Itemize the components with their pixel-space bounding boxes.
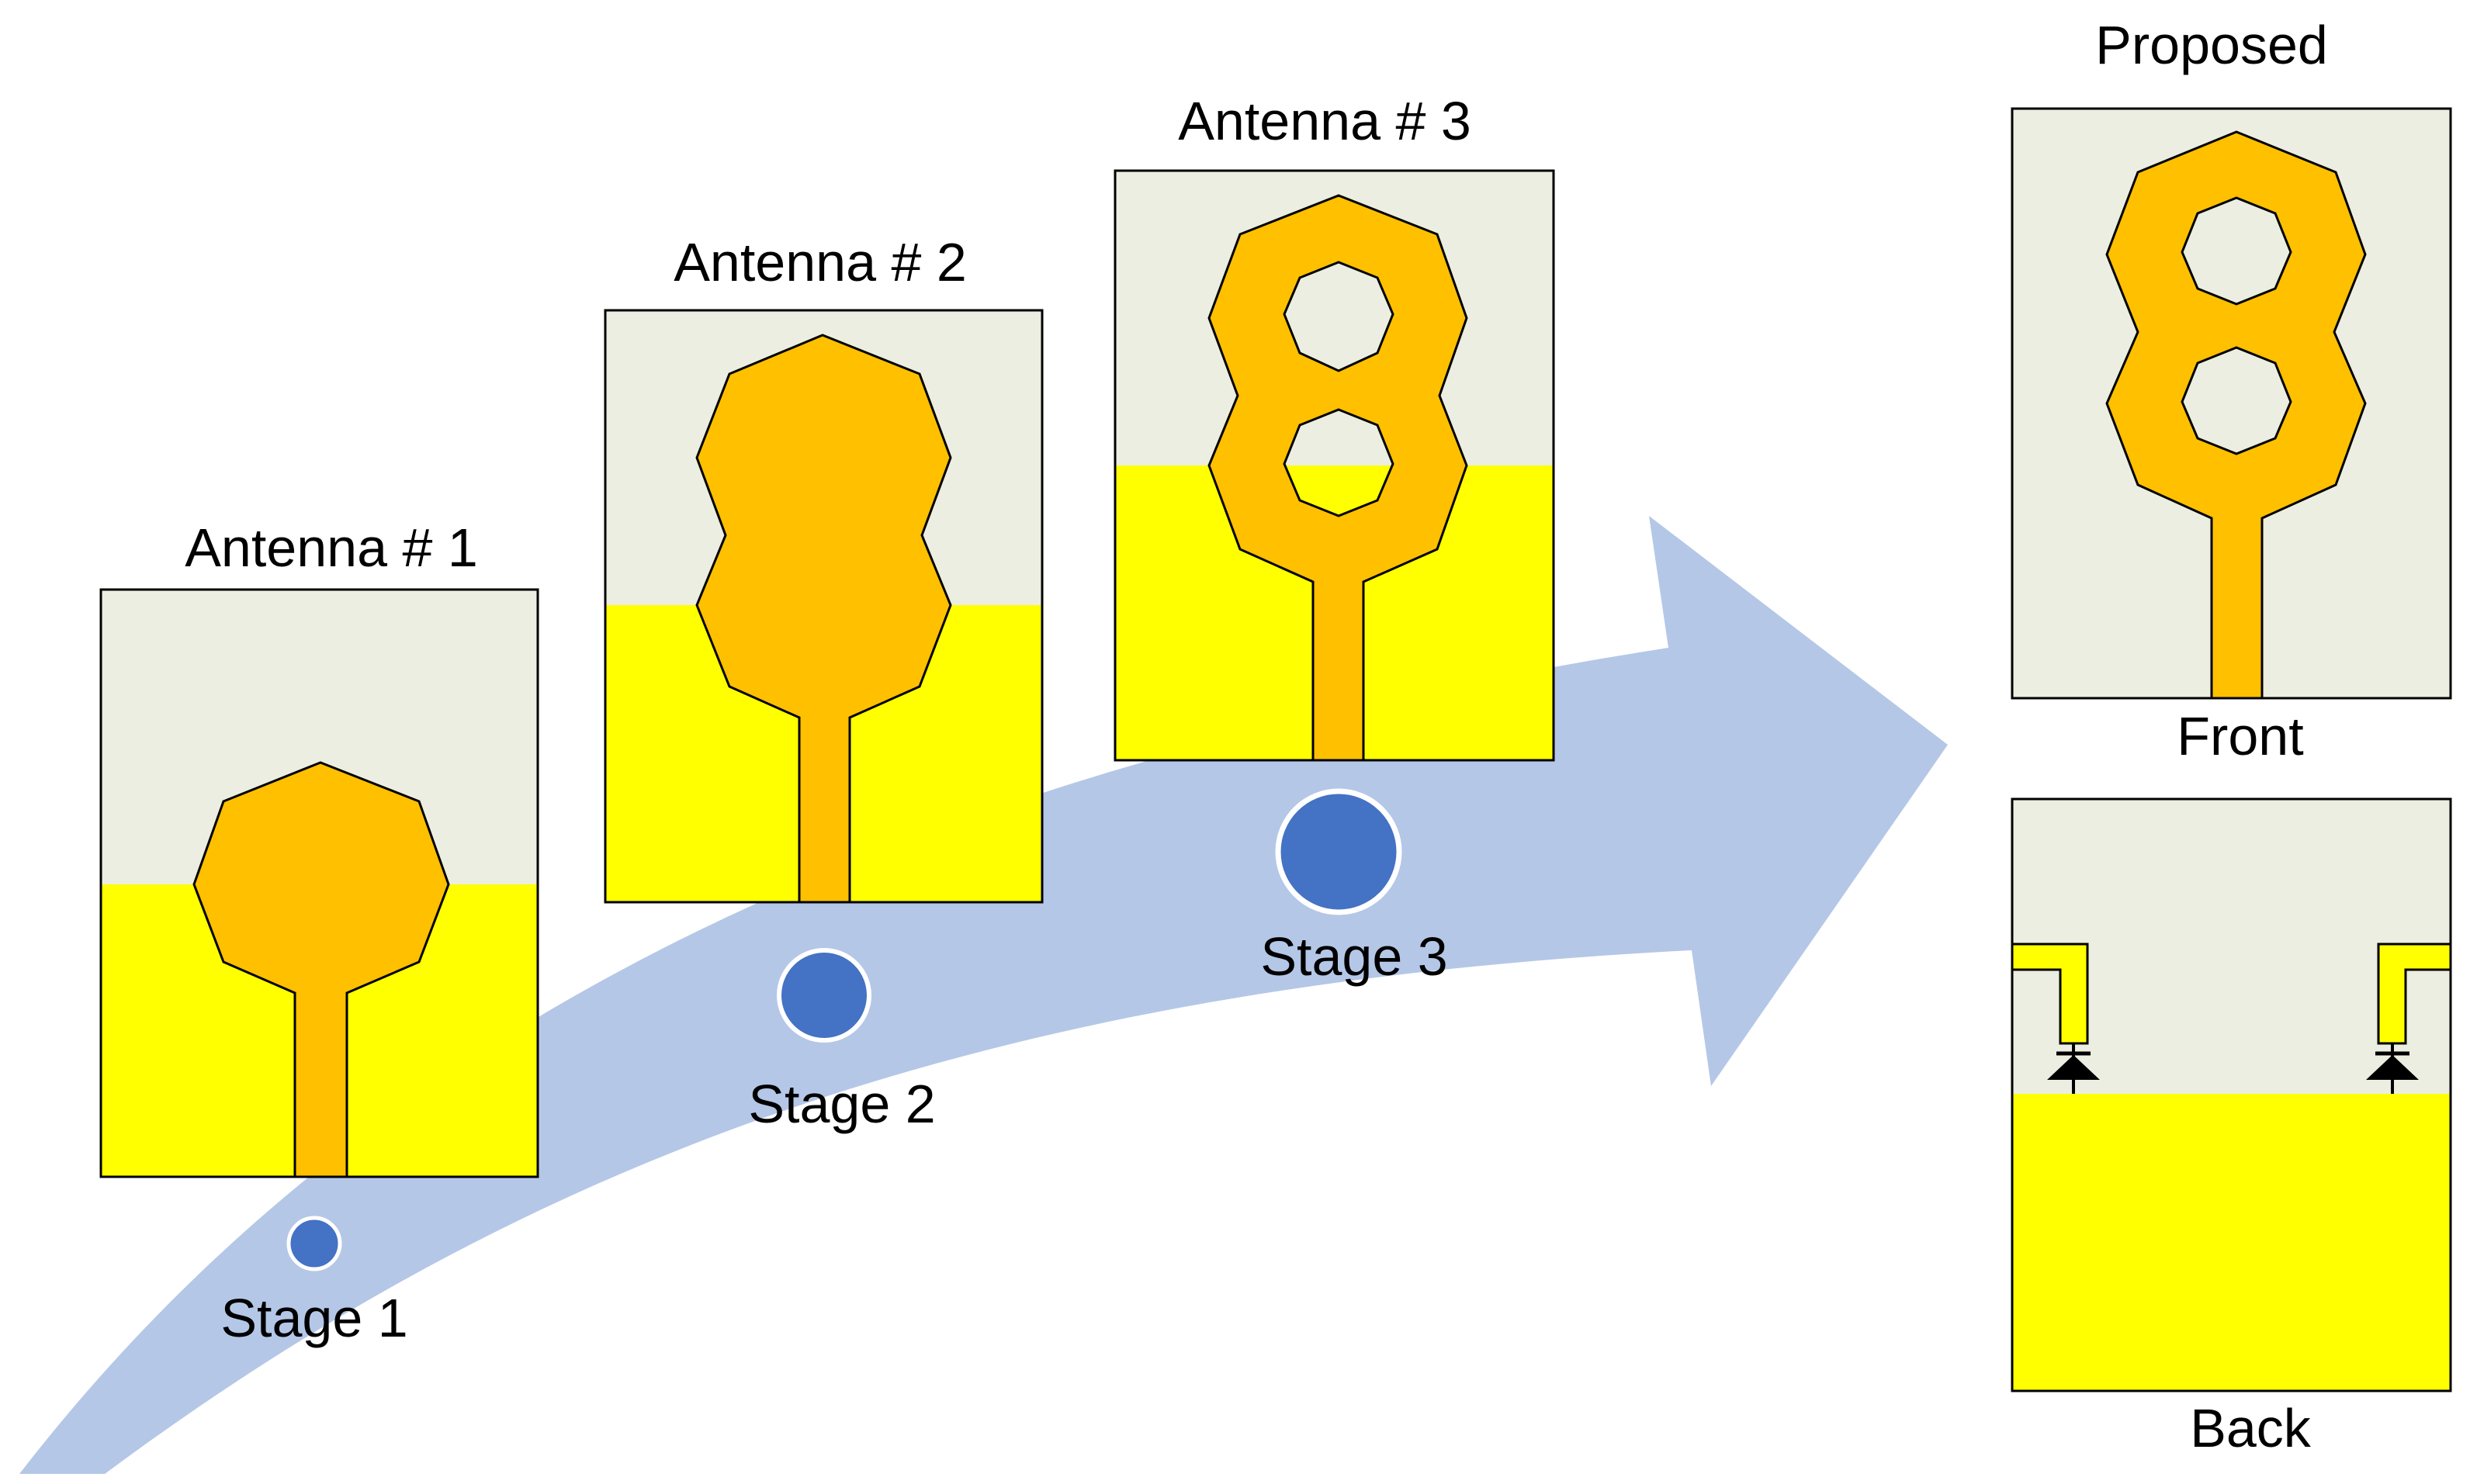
proposed-front-view: Front [2011,107,2452,766]
antenna-1: Antenna # 1 Stage 1 [99,517,539,1348]
stage-1-dot [286,1216,342,1271]
proposed-back-frame [2011,797,2452,1392]
antenna-3-frame [1114,169,1555,762]
left-diode-icon [2047,1043,2100,1094]
antenna-2-title: Antenna # 2 [674,232,967,292]
antenna-3: Antenna # 3 Stage 3 [1114,91,1555,987]
proposed-back-view: Back [2011,797,2452,1458]
antenna-1-title: Antenna # 1 [185,517,478,578]
proposed-antenna: Proposed Front [2011,15,2452,1458]
stage-2-label: Stage 2 [748,1074,935,1134]
right-diode-icon [2366,1043,2419,1094]
stage-1-label: Stage 1 [220,1288,407,1348]
antenna-2: Antenna # 2 Stage 2 [604,232,1044,1134]
proposed-back-label: Back [2190,1398,2312,1458]
antenna-3-title: Antenna # 3 [1178,91,1471,151]
antenna-2-frame [604,309,1044,904]
antenna-1-frame [99,588,539,1178]
stage-3-label: Stage 3 [1260,926,1447,987]
stage-2-dot [777,948,871,1043]
stage-3-dot [1275,788,1402,915]
proposed-title: Proposed [2095,15,2328,75]
proposed-front-patch [2105,130,2367,700]
proposed-front-label: Front [2177,706,2303,766]
proposed-back-ground-plane [2012,1094,2451,1391]
